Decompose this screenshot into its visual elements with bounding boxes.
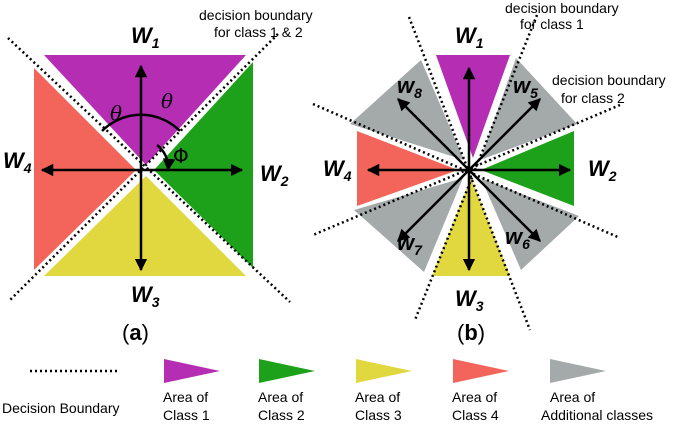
phi-arc-a [156, 144, 176, 172]
decision-boundary-a-1 [7, 37, 291, 303]
w3-label-b: W3 [455, 286, 484, 314]
legend-class4-swatch [453, 359, 509, 383]
decision-boundary-b-class2-upper [312, 102, 621, 240]
w5-label-b: w5 [513, 73, 538, 101]
w7-label-b: w7 [397, 230, 423, 258]
additional-area-se [481, 178, 579, 270]
class2-area-b [481, 131, 574, 206]
w6-label-b: w6 [505, 224, 530, 252]
decision-boundary-b-class1-left [407, 16, 532, 331]
w1-label-a: W1 [131, 23, 160, 51]
class1-area-b [436, 55, 510, 158]
class3-area-b [432, 178, 510, 276]
w4-label-b: W4 [323, 156, 352, 184]
legend-boundary-label: Decision Boundary [2, 400, 120, 416]
legend-class1-swatch [164, 359, 220, 383]
w3-label-a: W3 [131, 282, 160, 310]
legend-additional-swatch [550, 359, 606, 383]
w7-vector-b [397, 169, 470, 242]
class3-area-a [44, 176, 246, 276]
w4-label-a: W4 [3, 148, 32, 176]
panel-b: W1 W2 W3 W4 w5 w6 w7 w8 decision boundar… [312, 0, 666, 345]
class1-area-a [44, 55, 246, 165]
theta-arc-a [101, 113, 181, 132]
w8-vector-b [397, 98, 470, 171]
w8-label-b: w8 [397, 73, 422, 101]
legend-class2-swatch [259, 359, 315, 383]
class4-area-b [357, 131, 458, 206]
w2-label-a: W2 [260, 161, 289, 189]
w5-vector-b [468, 98, 541, 171]
panel-a-label: (a) [122, 320, 149, 345]
w1-label-b: W1 [455, 23, 484, 51]
theta-right-label: θ [161, 89, 173, 113]
class2-area-a [154, 62, 253, 268]
theta-left-label: θ [110, 101, 122, 125]
panel-b-label: (b) [457, 320, 485, 345]
legend-class3-swatch [356, 359, 412, 383]
w6-vector-b [468, 169, 541, 242]
phi-label: Φ [173, 144, 189, 168]
w2-label-b: W2 [588, 156, 617, 184]
